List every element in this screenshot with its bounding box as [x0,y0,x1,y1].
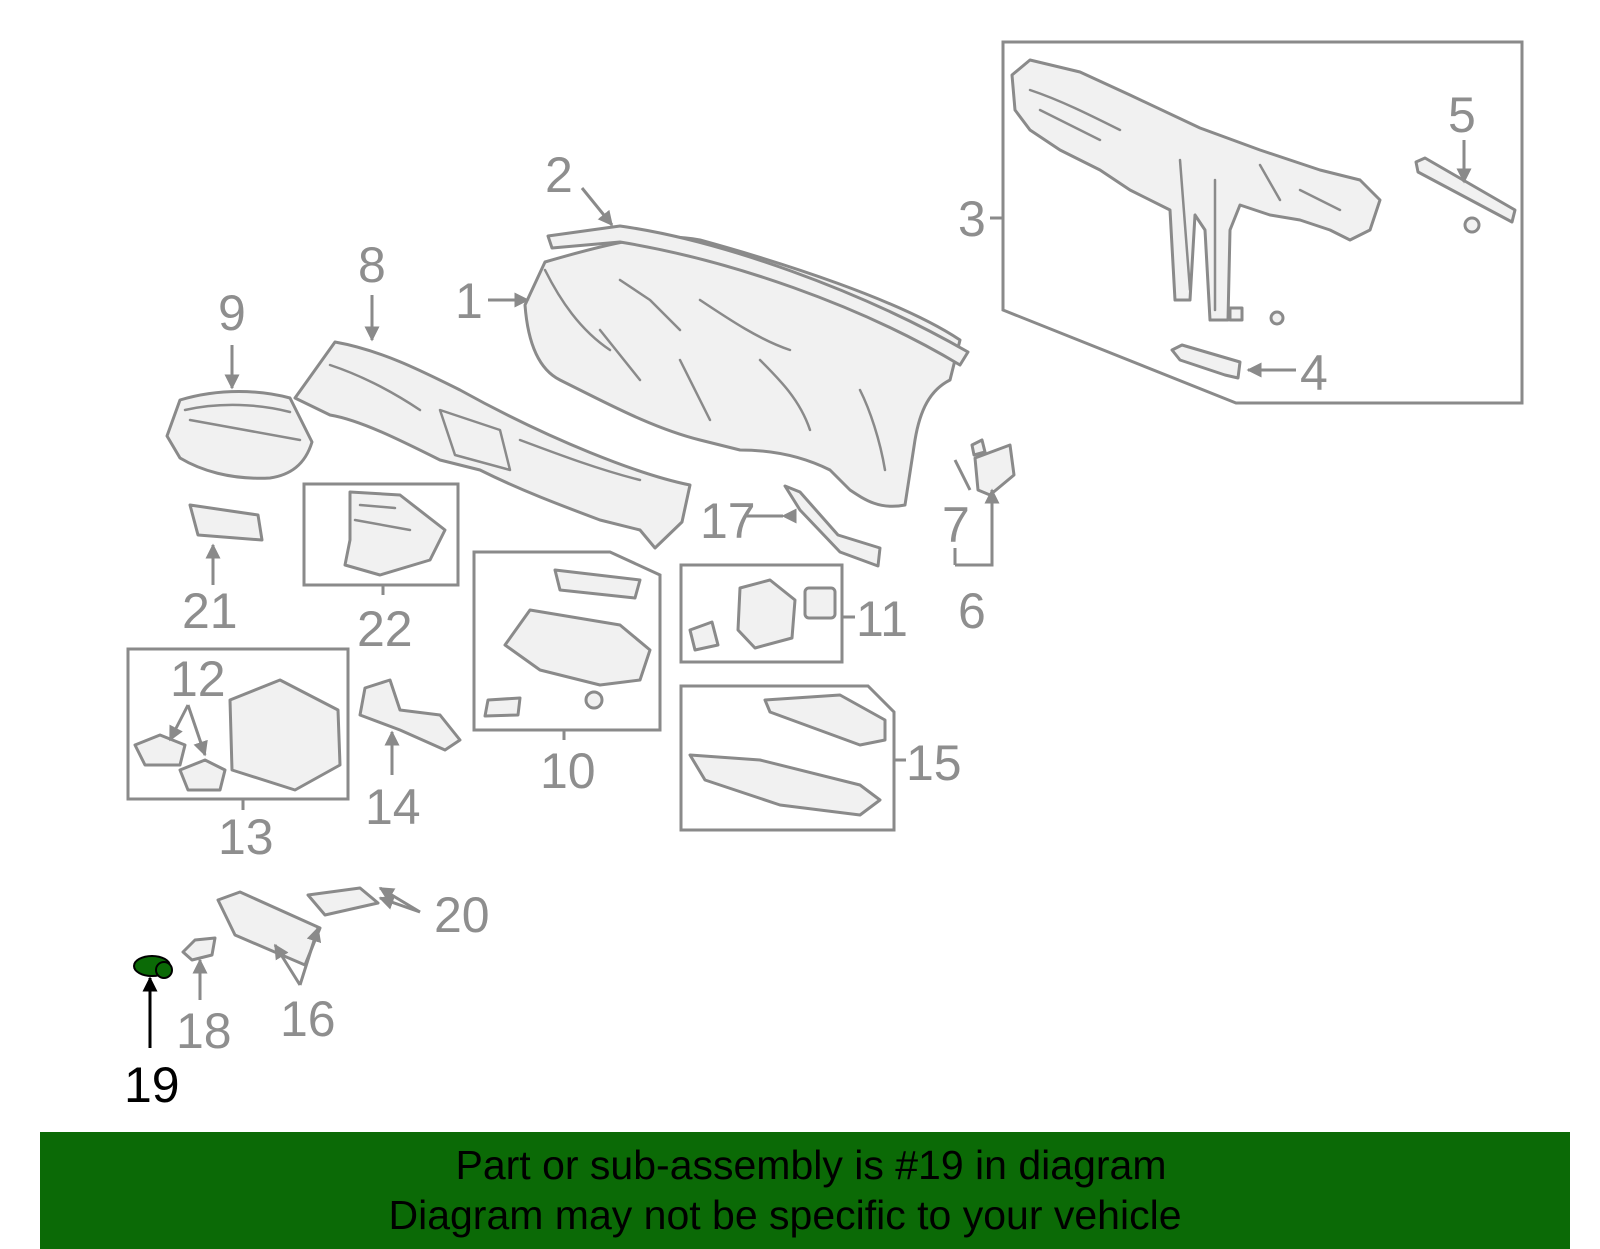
info-banner: Part or sub-assembly is #19 in diagram D… [40,1132,1570,1249]
callout-21: 21 [182,583,238,639]
parts-diagram: 1 2 3 4 5 6 7 8 9 10 11 12 13 14 15 16 1… [124,40,1524,1113]
callout-12: 12 [170,651,226,707]
callout-2: 2 [545,147,573,203]
callout-9: 9 [218,285,246,341]
part-17-trim [783,484,882,568]
callout-19: 19 [124,1057,180,1113]
part-11-assembly-box [679,563,844,664]
banner-line-disclaimer: Diagram may not be specific to your vehi… [388,1192,1182,1238]
part-20-vent [306,886,380,917]
part-19-highlighted [133,955,173,979]
callout-11: 11 [856,591,908,647]
callout-5: 5 [1448,87,1476,143]
callout-7: 7 [942,497,970,553]
part-15-assembly-box [679,684,896,832]
callout-22: 22 [357,601,413,657]
part-2-defroster-garnish [546,224,970,367]
callout-18: 18 [176,1003,232,1059]
callout-1: 1 [455,273,483,329]
callout-16: 16 [280,991,336,1047]
callout-4: 4 [1300,345,1328,401]
part-13-assembly-box [126,647,350,801]
leader-lines [142,140,1472,1048]
part-21-vent [188,503,264,542]
callout-13: 13 [218,809,274,865]
callout-17: 17 [700,493,756,549]
callout-10: 10 [540,743,596,799]
banner-line-part-number: Part or sub-assembly is #19 in diagram [455,1142,1167,1188]
callout-labels: 1 2 3 4 5 6 7 8 9 10 11 12 13 14 15 16 1… [124,87,1476,1113]
callout-20: 20 [434,887,490,943]
part-18-plug [181,936,217,962]
callout-14: 14 [365,779,421,835]
callout-3: 3 [958,191,986,247]
part-7-clip [970,438,987,457]
part-16-vent [216,890,322,967]
callout-6: 6 [958,583,986,639]
callout-8: 8 [358,237,386,293]
part-3-assembly-box [1001,40,1524,405]
part-14-bracket [358,678,462,752]
callout-15: 15 [906,735,962,791]
part-10-assembly-box [472,550,662,732]
part-22-assembly-box [302,482,460,587]
part-9-meter-visor [165,390,314,480]
